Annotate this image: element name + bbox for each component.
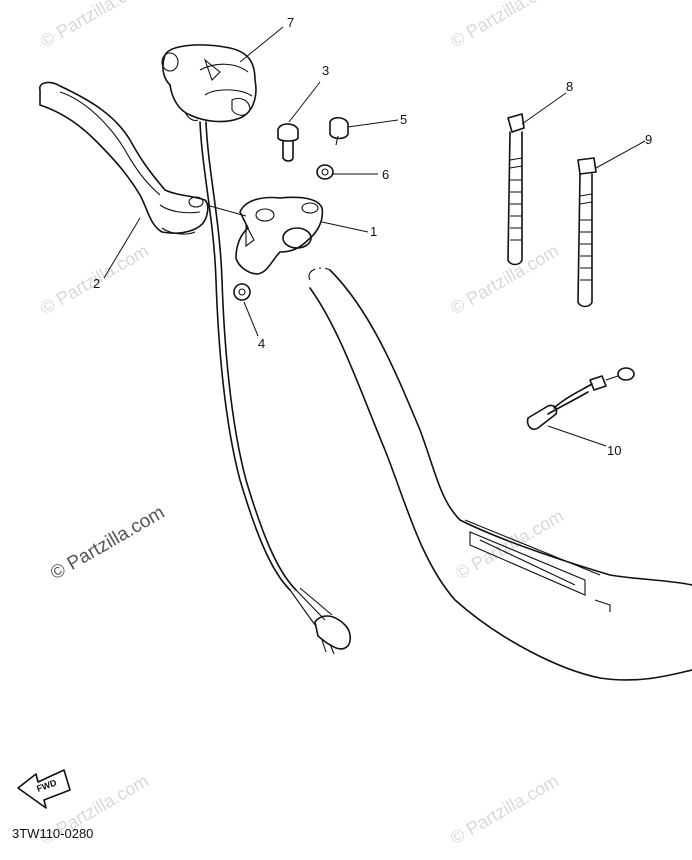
- clutch-lever: [39, 81, 209, 235]
- watermarks: © Partzilla.com © Partzilla.com © Partzi…: [37, 0, 567, 848]
- callouts: 7 3 5 6 1 2 4 8 9 10: [93, 15, 652, 458]
- callout-5: 5: [400, 112, 407, 127]
- callout-2: 2: [93, 276, 100, 291]
- callout-8: 8: [566, 79, 573, 94]
- lead-wire-10: [526, 367, 635, 431]
- bolt-3: [277, 123, 299, 162]
- handlebar: [308, 267, 692, 681]
- callout-10: 10: [607, 443, 621, 458]
- callout-1: 1: [370, 224, 377, 239]
- bolt-5: [329, 116, 349, 146]
- lever-holder: [209, 196, 324, 275]
- cable-tie-8: [507, 113, 525, 266]
- callout-7: 7: [287, 15, 294, 30]
- wire-harness: [199, 121, 352, 655]
- watermark: © Partzilla.com: [452, 505, 567, 583]
- nut-4: [233, 283, 251, 301]
- diagram-code: 3TW110-0280: [12, 826, 93, 841]
- cable-tie-9: [577, 157, 597, 308]
- leader-lines: [103, 26, 646, 447]
- callout-4: 4: [258, 336, 265, 351]
- watermark: © Partzilla.com: [47, 502, 168, 584]
- watermark: © Partzilla.com: [447, 770, 562, 848]
- callout-6: 6: [382, 167, 389, 182]
- fwd-arrow-icon: FWD: [17, 769, 71, 809]
- watermark: © Partzilla.com: [37, 0, 152, 51]
- callout-3: 3: [322, 63, 329, 78]
- watermark: © Partzilla.com: [447, 0, 562, 51]
- washer-6: [316, 164, 334, 180]
- watermark: © Partzilla.com: [447, 240, 562, 318]
- switch-housing: [161, 44, 257, 123]
- callout-9: 9: [645, 132, 652, 147]
